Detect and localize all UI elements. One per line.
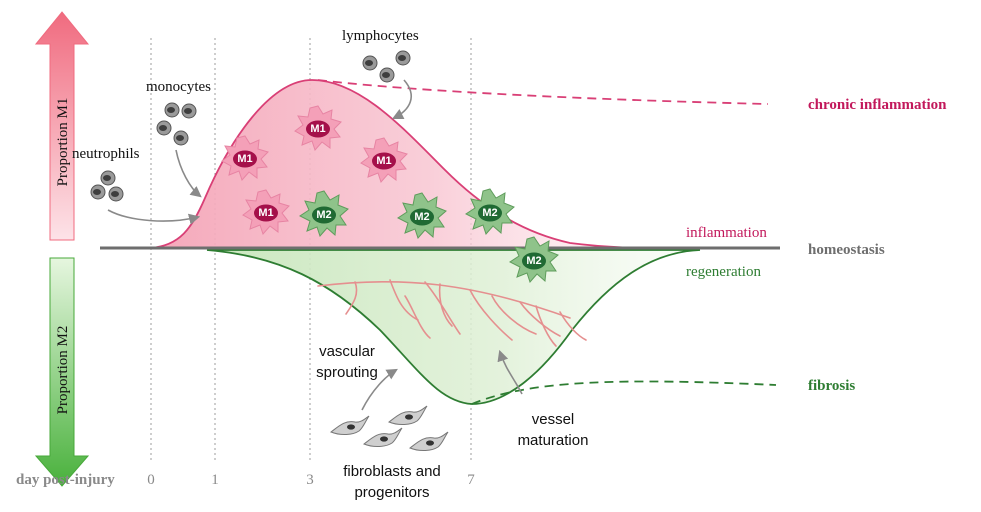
fibroblasts-label-line1: fibroblasts and [343,463,441,480]
fibroblasts-label-line2: progenitors [354,484,429,501]
x-axis-title: day post-injury [16,472,115,488]
recruitment-arrows [107,79,523,411]
regeneration-label: regeneration [686,264,761,280]
inflammation-label: inflammation [686,225,767,241]
macrophage-tags: M1 M1 M1 M1 M2 M2 M2 M2 [237,123,541,267]
monocyte-icon [156,102,197,146]
proportion-m1-label: Proportion M1 [55,98,71,187]
chronic-inflammation-line [317,79,769,105]
m2-tag: M2 [482,207,497,219]
neutrophils-label: neutrophils [72,146,140,162]
x-tick-label: 7 [467,472,475,488]
m2-tag: M2 [316,209,331,221]
m1-tag: M1 [310,123,325,135]
vessel-maturation-label-line2: maturation [518,432,589,449]
up-arrow-icon [34,11,90,241]
vascular-sprouting-label-line1: vascular [319,343,375,360]
fibroblast-icon [330,405,449,452]
vessel-maturation-label-line1: vessel [532,411,575,428]
x-tick-label: 0 [147,472,155,488]
homeostasis-label: homeostasis [808,242,885,258]
m2-proportion-area [206,249,701,405]
m2-tag: M2 [414,211,429,223]
m1-tag: M1 [258,207,273,219]
vessel-network [317,279,587,347]
chronic-inflammation-label: chronic inflammation [808,97,947,113]
proportion-m2-label: Proportion M2 [55,326,71,415]
m1-tag: M1 [376,155,391,167]
lymphocytes-label: lymphocytes [342,28,419,44]
lymphocyte-icon [362,50,411,83]
m1-tag: M1 [237,153,252,165]
monocytes-label: monocytes [146,79,211,95]
vascular-sprouting-label-line2: sprouting [316,364,378,381]
x-tick-label: 1 [211,472,219,488]
m2-tag: M2 [526,255,541,267]
down-arrow-icon [34,257,90,487]
neutrophil-icon [90,170,124,202]
x-tick-label: 3 [306,472,314,488]
fibrosis-label: fibrosis [808,378,855,394]
